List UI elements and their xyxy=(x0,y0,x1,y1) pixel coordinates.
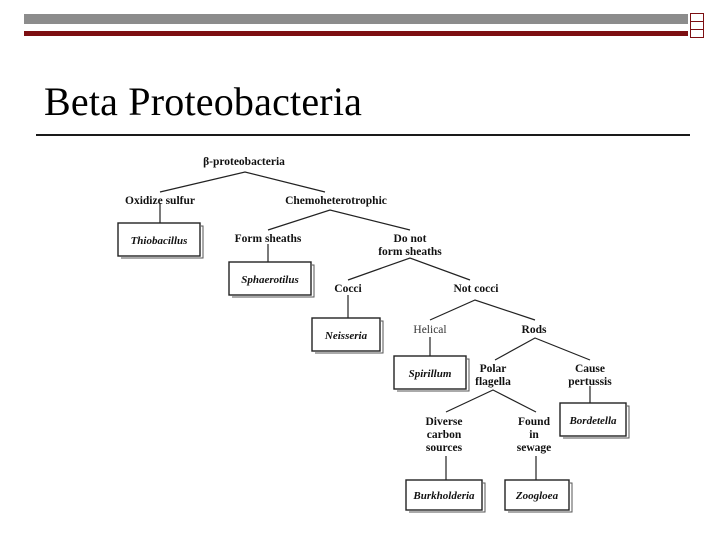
node-bordetella: Bordetella xyxy=(568,415,617,427)
box-sphaerotilus xyxy=(228,261,312,296)
node-diverse-line1: Diverse xyxy=(425,416,462,428)
header-gray-bar xyxy=(24,14,688,24)
node-do-not-line2: form sheaths xyxy=(378,246,442,258)
box-zoogloea xyxy=(504,479,570,511)
node-sphaerotilus: Sphaerotilus xyxy=(241,274,298,286)
box-neisseria xyxy=(311,317,381,352)
genus-boxes xyxy=(117,222,627,511)
node-neisseria: Neisseria xyxy=(324,330,368,342)
node-thiobacillus: Thiobacillus xyxy=(131,235,188,247)
node-not-cocci: Not cocci xyxy=(453,283,499,295)
node-rods: Rods xyxy=(522,324,547,336)
tree-connectors xyxy=(159,171,591,480)
node-found-line3: sewage xyxy=(517,442,552,454)
node-cocci: Cocci xyxy=(334,283,362,295)
box-bordetella xyxy=(559,402,627,437)
node-burkholderia: Burkholderia xyxy=(412,490,475,502)
node-diverse-line3: sources xyxy=(426,442,463,454)
node-root: β-proteobacteria xyxy=(203,156,285,168)
node-spirillum: Spirillum xyxy=(409,368,452,380)
node-oxidize-sulfur: Oxidize sulfur xyxy=(125,195,195,207)
header-red-bar xyxy=(24,31,688,36)
node-zoogloea: Zoogloea xyxy=(515,490,559,502)
corner-square-decoration xyxy=(690,29,704,38)
node-form-sheaths: Form sheaths xyxy=(235,233,302,245)
node-chemoheterotrophic: Chemoheterotrophic xyxy=(285,195,387,207)
node-found-line1: Found xyxy=(518,416,551,428)
node-cause-line2: pertussis xyxy=(568,376,612,388)
node-helical: Helical xyxy=(413,324,446,336)
box-spirillum xyxy=(393,355,467,390)
slide-title: Beta Proteobacteria xyxy=(44,79,363,124)
node-found-line2: in xyxy=(529,429,539,441)
title-divider xyxy=(36,134,690,136)
node-cause-line1: Cause xyxy=(575,363,605,375)
box-burkholderia xyxy=(405,479,483,511)
node-polar-line1: Polar xyxy=(480,363,507,375)
node-diverse-line2: carbon xyxy=(427,429,462,441)
node-do-not-line1: Do not xyxy=(394,233,427,245)
box-thiobacillus xyxy=(117,222,201,257)
node-polar-line2: flagella xyxy=(475,376,511,388)
box-shadows xyxy=(121,225,630,513)
